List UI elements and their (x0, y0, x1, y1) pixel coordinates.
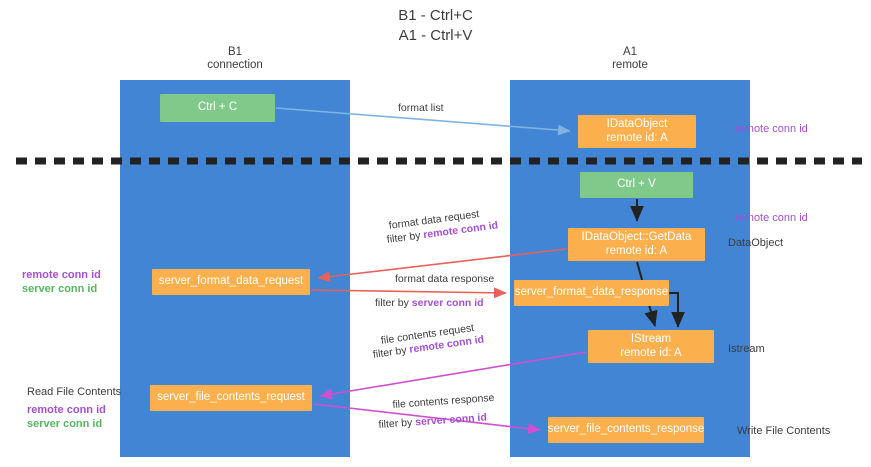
annotation-dataobject: DataObject (728, 237, 784, 249)
annotation-left-read-file-contents-group: Read File Contents remote conn id server… (27, 385, 121, 431)
annotation-write-file-contents: Write File Contents (737, 425, 831, 437)
node-istream[interactable]: IStream remote id: A (588, 330, 714, 363)
annotation-read-file-contents: Read File Contents (27, 386, 122, 398)
annotation-left-remote-conn-id-2: remote conn id (27, 404, 106, 416)
filter-prefix: filter by (378, 416, 416, 431)
edge-label-format-data-response-filter: filter by server conn id (375, 296, 484, 310)
node-server-format-data-response[interactable]: server_format_data_response (514, 280, 669, 306)
annotation-left-conn-ids: remote conn id server conn id (22, 268, 101, 296)
edge-label-file-contents-response-filter: filter by server conn id (378, 410, 487, 432)
annotation-remote-conn-id-mid: remote conn id (735, 212, 808, 224)
edge-label-format-list: format list (398, 102, 444, 114)
filter-prefix: filter by (386, 229, 425, 246)
node-server-file-contents-request[interactable]: server_file_contents_request (150, 385, 312, 411)
filter-prefix: filter by (375, 297, 412, 309)
edge-label-file-contents-response: file contents response (392, 391, 495, 411)
node-idataobject-getdata[interactable]: IDataObject::GetData remote id: A (568, 228, 705, 261)
node-ctrl-c[interactable]: Ctrl + C (160, 94, 275, 122)
filter-prefix: filter by (372, 343, 411, 361)
node-server-format-data-request[interactable]: server_format_data_request (152, 269, 310, 295)
annotation-left-remote-conn-id: remote conn id (22, 269, 101, 281)
node-server-file-contents-response[interactable]: server_file_contents_response (548, 417, 704, 443)
annotation-left-server-conn-id: server conn id (22, 283, 98, 295)
annotation-left-server-conn-id-2: server conn id (27, 418, 103, 430)
lane-header-b1: B1 connection (207, 46, 263, 71)
lane-header-a1: A1 remote (612, 46, 648, 71)
node-idataobject[interactable]: IDataObject remote id: A (578, 115, 696, 148)
edge-label-format-data-response: format data response (395, 273, 495, 285)
filter-key-server-conn-id: server conn id (411, 297, 484, 309)
filter-key-server-conn-id: server conn id (414, 411, 488, 429)
node-ctrl-v[interactable]: Ctrl + V (580, 172, 693, 198)
annotation-remote-conn-id-top: remote conn id (735, 123, 808, 135)
annotation-istream: Istream (728, 343, 765, 355)
diagram-title: B1 - Ctrl+C A1 - Ctrl+V (398, 7, 473, 44)
